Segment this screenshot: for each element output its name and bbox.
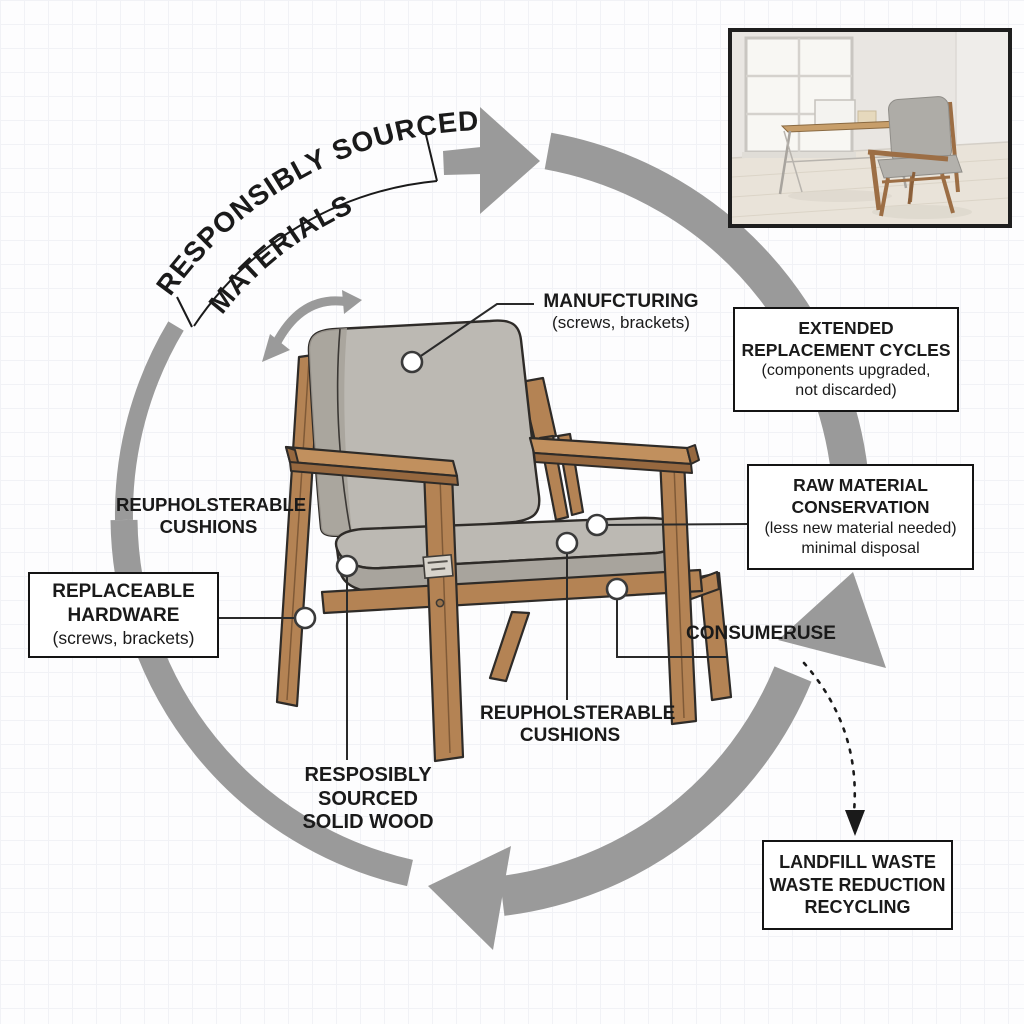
callout-leaders bbox=[219, 303, 749, 760]
raw-material-line3: (less new material needed) bbox=[764, 519, 957, 537]
extended-line3: (components upgraded, bbox=[761, 362, 931, 380]
chair-front-rail bbox=[320, 568, 704, 615]
raw-material-line2: CONSERVATION bbox=[791, 497, 930, 517]
callout-dot-rail bbox=[605, 577, 629, 601]
manufacturing-title: MANUFCTURING bbox=[543, 291, 699, 312]
cushions-left-line2: CUSHIONS bbox=[159, 515, 258, 537]
box-landfill: LANDFILL WASTE WASTE REDUCTION RECYCLING bbox=[762, 840, 953, 930]
callout-cushions-bottom: REUPHOLSTERABLE CUSHIONS bbox=[480, 703, 676, 748]
cycle-arrowhead-bottom-left bbox=[428, 846, 511, 950]
landfill-dashed-arrow bbox=[802, 661, 865, 836]
consumer-use-title: CONSUMERUSE bbox=[686, 623, 836, 644]
raw-material-line1: RAW MATERIAL bbox=[793, 475, 928, 496]
window bbox=[742, 36, 856, 158]
raw-material-line4: minimal disposal bbox=[801, 539, 920, 557]
chair-room-photo bbox=[728, 28, 1012, 228]
banner-title-line1: RESPONSIBLY SOURCED bbox=[150, 105, 479, 301]
box-raw-material: RAW MATERIAL CONSERVATION (less new mate… bbox=[747, 464, 974, 570]
box-replaceable-hardware: REPLACEABLE HARDWARE (screws, brackets) bbox=[28, 572, 219, 658]
replaceable-line2: HARDWARE bbox=[67, 605, 180, 627]
cycle-arc-bottom-right bbox=[499, 666, 812, 916]
callout-consumer-use: CONSUMERUSE bbox=[686, 623, 836, 645]
care-label-tag bbox=[422, 553, 454, 580]
banner-arc bbox=[176, 134, 438, 328]
landfill-line3: RECYCLING bbox=[804, 897, 911, 918]
chair-inner-rear-leg bbox=[488, 610, 531, 683]
svg-text:RESPONSIBLY SOURCED: RESPONSIBLY SOURCED bbox=[150, 105, 480, 301]
landfill-line2: WASTE REDUCTION bbox=[769, 874, 946, 895]
cycle-arrowhead-up-right bbox=[778, 572, 886, 668]
cycle-arrowhead-top bbox=[480, 107, 540, 214]
replaceable-line1: REPLACEABLE bbox=[52, 581, 195, 603]
chair-right-armrest-cap bbox=[686, 444, 700, 465]
callout-dot-left-leg-upper bbox=[335, 554, 359, 578]
recline-double-arrow-icon bbox=[262, 290, 362, 362]
cushions-bottom-line2: CUSHIONS bbox=[519, 725, 621, 747]
cycle-arrow-stub-top bbox=[443, 147, 482, 175]
cycle-arc-right bbox=[544, 132, 871, 544]
chair-right-armrest-side bbox=[533, 452, 693, 474]
callout-dot-backrest bbox=[400, 350, 424, 374]
manufacturing-sub: (screws, brackets) bbox=[552, 313, 690, 333]
extended-line1: EXTENDED bbox=[798, 317, 894, 338]
replaceable-line3: (screws, brackets) bbox=[52, 627, 195, 648]
chair-left-armrest-side bbox=[289, 461, 459, 486]
chair-illustration bbox=[275, 319, 733, 763]
cushions-left-line1: REUPHOLSTERABLE bbox=[116, 494, 307, 515]
callout-dot-seat-center bbox=[555, 531, 579, 555]
photo-chair bbox=[867, 96, 972, 219]
callout-solid-wood: RESPOSIBLY SOURCED SOLID WOOD bbox=[260, 764, 476, 835]
callout-manufacturing: MANUFCTURING (screws, brackets) bbox=[535, 291, 707, 333]
extended-line2: REPLACEMENT CYCLES bbox=[741, 339, 951, 360]
cushions-bottom-line1: REUPHOLSTERABLE bbox=[480, 703, 676, 724]
solid-wood-line1: RESPOSIBLY SOURCED bbox=[304, 764, 432, 810]
chair-screw bbox=[435, 598, 445, 608]
solid-wood-line2: SOLID WOOD bbox=[302, 811, 434, 834]
chair-front-right-leg bbox=[658, 455, 698, 726]
photo-scene bbox=[732, 32, 1008, 224]
extended-line4: not discarded) bbox=[795, 382, 897, 400]
landfill-line1: LANDFILL WASTE bbox=[779, 852, 936, 873]
callout-cushions-left: REUPHOLSTERABLE CUSHIONS bbox=[116, 494, 307, 538]
callout-dot-left-leg bbox=[293, 606, 317, 630]
box-extended-cycles: EXTENDED REPLACEMENT CYCLES (components … bbox=[733, 307, 959, 412]
callout-dot-seat-right bbox=[585, 513, 609, 537]
cycle-arc-left-upper bbox=[114, 321, 184, 521]
